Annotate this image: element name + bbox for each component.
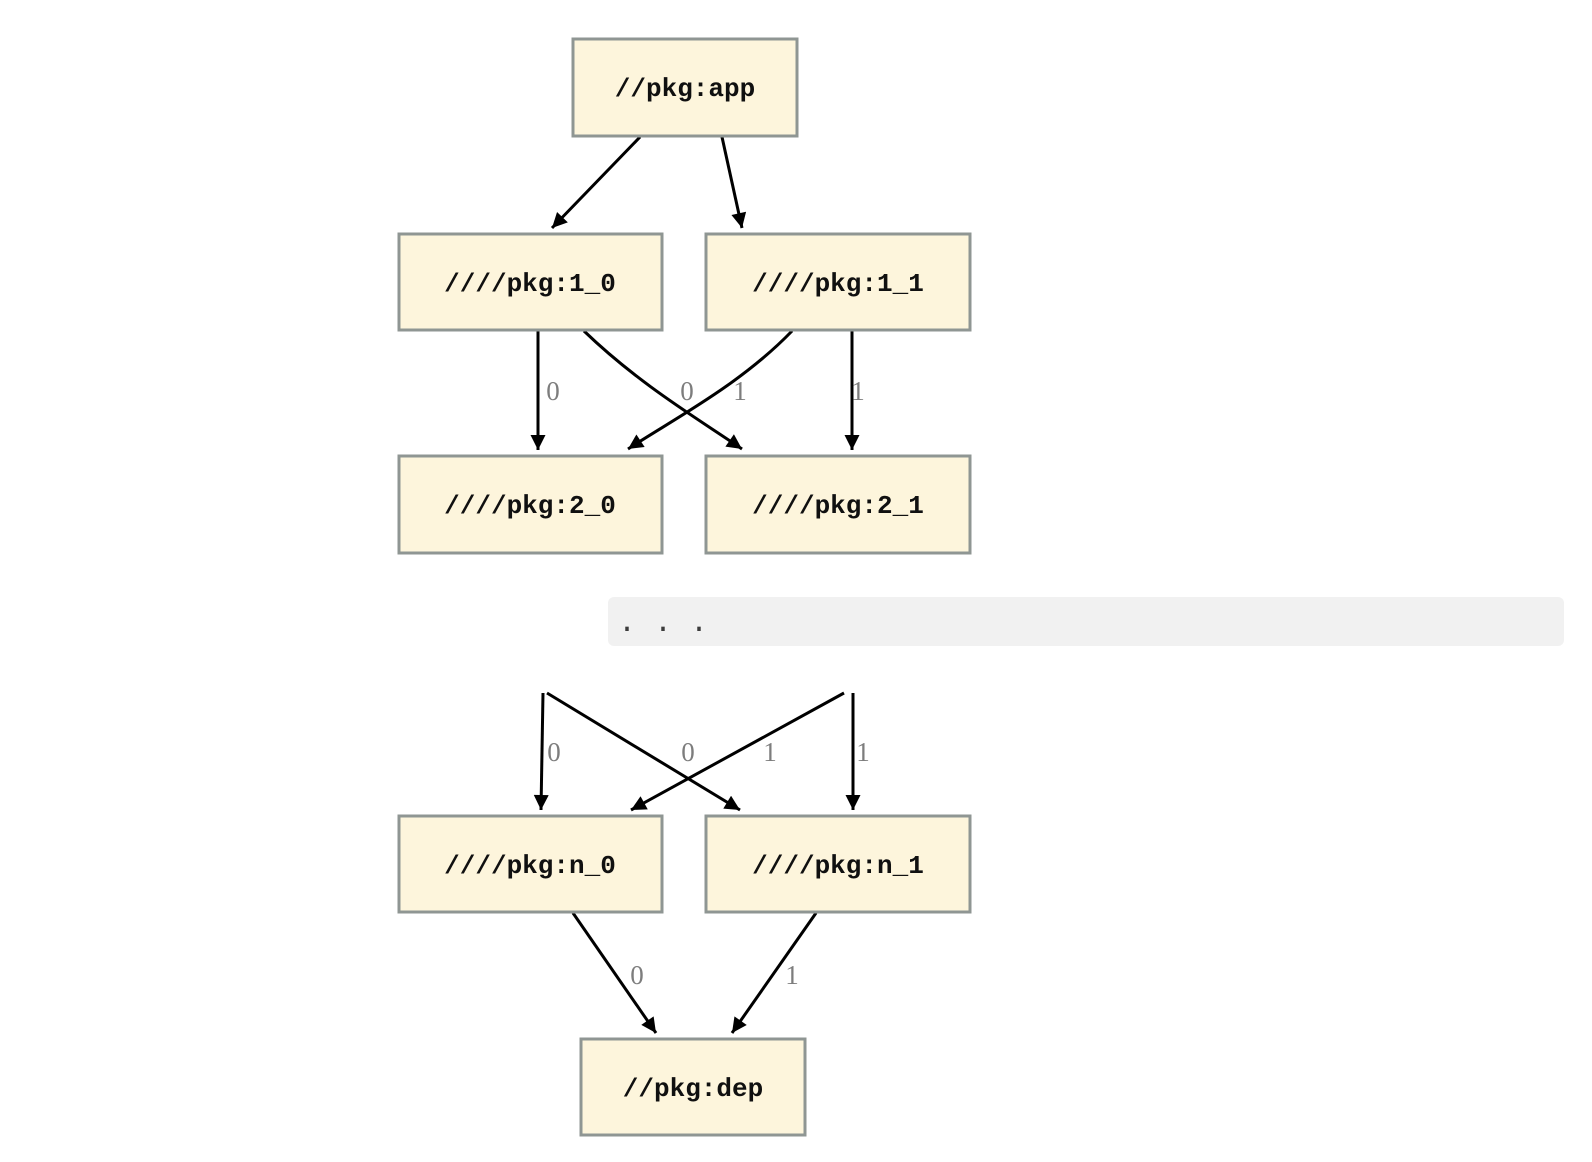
edge-label: 1 <box>785 960 799 990</box>
edge-ellipsis-to-n_1-cross <box>546 691 741 812</box>
edge-1_1-to-2_0 <box>627 329 794 451</box>
node-box <box>704 232 972 332</box>
node-pkg-app: //pkg:app <box>571 37 799 138</box>
separator-ellipsis: . . . <box>618 607 708 641</box>
node-box <box>397 814 664 914</box>
node-label: ////pkg:n_0 <box>444 851 616 881</box>
edge-app-to-1_1 <box>720 136 747 229</box>
edge-n_1-to-dep <box>730 912 818 1034</box>
node-pkg-2_0: ////pkg:2_0 <box>397 454 664 555</box>
node-label: ////pkg:1_0 <box>444 269 616 299</box>
edge-ellipsis-to-n_0 <box>533 692 549 811</box>
edge-n_0-to-dep <box>571 912 658 1034</box>
edge-label: 1 <box>733 376 747 406</box>
node-box <box>704 814 972 914</box>
node-label: ////pkg:2_0 <box>444 491 616 521</box>
separator-block: . . . <box>608 597 1564 646</box>
node-pkg-2_1: ////pkg:2_1 <box>704 454 972 555</box>
separator-background <box>608 597 1564 646</box>
upper-graph: 0 0 1 1 //pkg:app ////pkg:1_0 ////pkg:1_… <box>397 37 972 555</box>
edge-label: 0 <box>547 737 561 767</box>
node-label: //pkg:app <box>615 74 755 104</box>
edge-app-to-1_0 <box>550 135 642 230</box>
edge-ellipsis-to-n_0-cross <box>630 691 845 812</box>
lower-graph: 0 0 1 1 0 1 ////pkg:n_0 ////pkg:n_1 //pk… <box>397 691 972 1137</box>
edge-label: 0 <box>681 737 695 767</box>
node-pkg-n_0: ////pkg:n_0 <box>397 814 664 914</box>
edge-label: 0 <box>680 376 694 406</box>
node-pkg-1_0: ////pkg:1_0 <box>397 232 664 332</box>
node-box <box>397 232 664 332</box>
node-pkg-n_1: ////pkg:n_1 <box>704 814 972 914</box>
edge-1_0-to-2_1 <box>582 329 743 451</box>
edge-label: 1 <box>763 737 777 767</box>
node-label: ////pkg:1_1 <box>752 269 924 299</box>
node-box <box>704 454 972 555</box>
node-box <box>571 37 799 138</box>
edge-label: 0 <box>546 376 560 406</box>
node-pkg-dep: //pkg:dep <box>579 1037 807 1137</box>
node-label: ////pkg:n_1 <box>752 851 924 881</box>
node-label: //pkg:dep <box>623 1074 763 1104</box>
node-box <box>397 454 664 555</box>
edge-label: 1 <box>856 737 870 767</box>
edge-label: 0 <box>630 960 644 990</box>
node-label: ////pkg:2_1 <box>752 491 924 521</box>
edge-label: 1 <box>851 376 865 406</box>
node-pkg-1_1: ////pkg:1_1 <box>704 232 972 332</box>
node-box <box>579 1037 807 1137</box>
